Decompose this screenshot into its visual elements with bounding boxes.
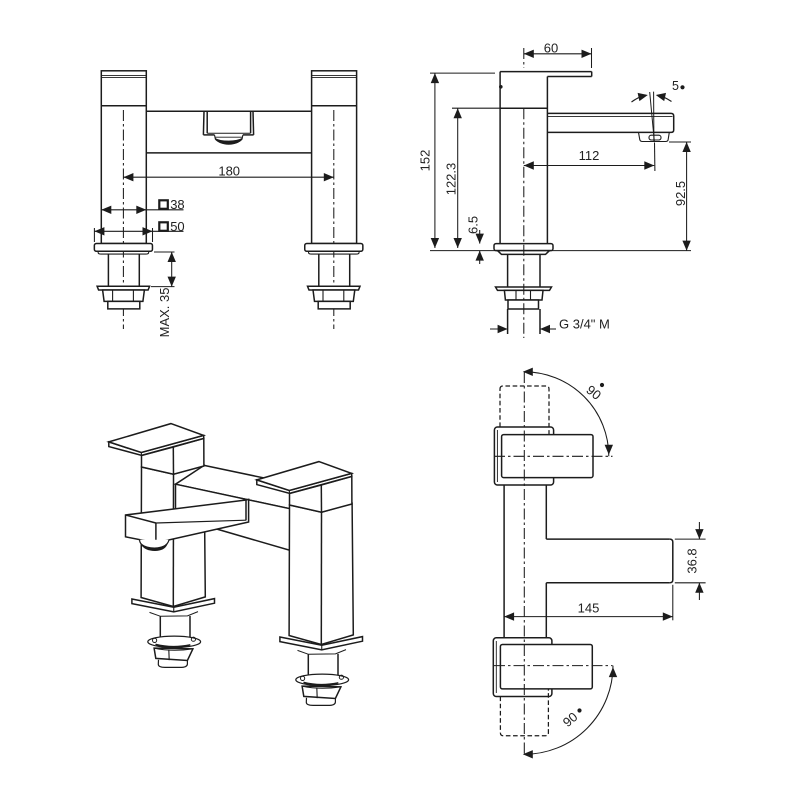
svg-text:MAX. 35: MAX. 35 <box>157 288 172 338</box>
svg-text:38: 38 <box>170 197 184 212</box>
svg-text:36.8: 36.8 <box>685 548 700 573</box>
svg-text:145: 145 <box>578 601 600 616</box>
svg-text:180: 180 <box>218 163 240 178</box>
svg-text:6.5: 6.5 <box>466 216 481 234</box>
svg-text:5: 5 <box>672 79 679 93</box>
svg-text:112: 112 <box>579 148 600 163</box>
svg-text:60: 60 <box>544 40 558 55</box>
svg-text:152: 152 <box>418 150 433 172</box>
svg-text:G 3/4" M: G 3/4" M <box>559 317 610 332</box>
svg-text:50: 50 <box>170 219 184 234</box>
svg-text:92.5: 92.5 <box>673 181 688 206</box>
svg-text:122.3: 122.3 <box>443 163 458 196</box>
